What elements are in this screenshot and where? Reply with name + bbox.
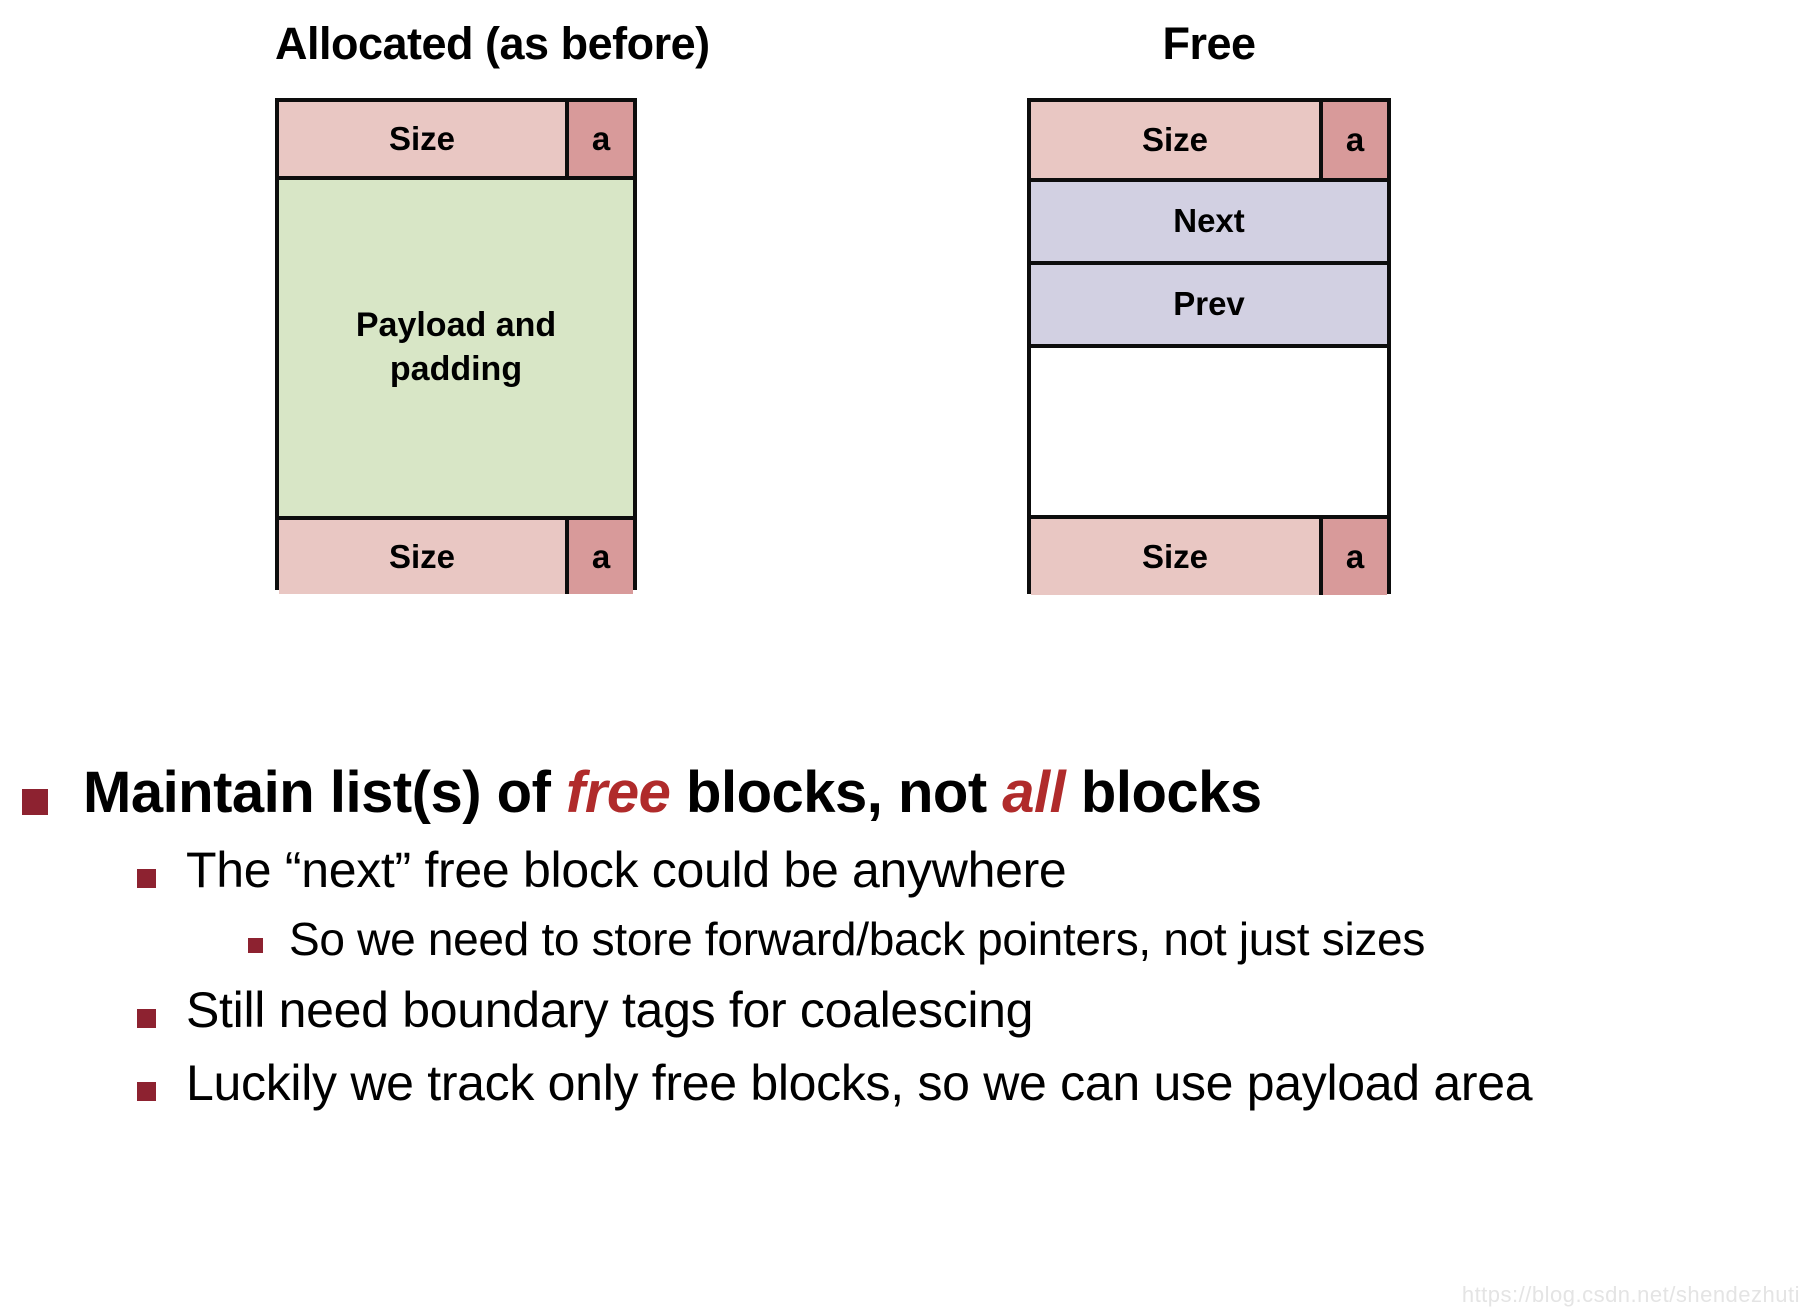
allocated-header-size-cell: Size bbox=[279, 102, 565, 180]
free-header-size-cell: Size bbox=[1031, 102, 1319, 182]
watermark-text: https://blog.csdn.net/shendezhuti bbox=[1461, 1282, 1800, 1307]
free-prev-pointer-cell: Prev bbox=[1031, 265, 1387, 348]
allocated-column-title: Allocated (as before) bbox=[275, 18, 710, 69]
free-next-row: Next bbox=[1031, 182, 1387, 265]
bullet-list: Maintain list(s) of free blocks, not all… bbox=[0, 735, 1808, 1113]
bullet-level2-next-anywhere: The “next” free block could be anywhere bbox=[0, 841, 1808, 900]
bullet-level2-payload-area: Luckily we track only free blocks, so we… bbox=[0, 1054, 1808, 1113]
free-header-alloc-flag-cell: a bbox=[1319, 102, 1387, 182]
allocated-payload-row: Payload and padding bbox=[279, 180, 633, 516]
bullet-level1-emphasis-all: all bbox=[1002, 760, 1066, 825]
bullet-level2-next-anywhere-text: The “next” free block could be anywhere bbox=[186, 842, 1067, 899]
bullet-level1-emphasis-free: free bbox=[566, 760, 671, 825]
bullet-level1-part-post: blocks bbox=[1065, 760, 1262, 825]
allocated-footer-size-cell: Size bbox=[279, 516, 565, 594]
bullet-level3-pointers: So we need to store forward/back pointer… bbox=[0, 912, 1808, 966]
bullet-level3-pointers-text: So we need to store forward/back pointer… bbox=[289, 913, 1426, 966]
free-block: Size a Next Prev Size a bbox=[1027, 98, 1391, 595]
free-prev-row: Prev bbox=[1031, 265, 1387, 348]
block-structure-diagram: Allocated (as before) Free Size a Payloa… bbox=[275, 18, 1391, 595]
free-footer-size-cell: Size bbox=[1031, 515, 1319, 595]
free-footer-alloc-flag-cell: a bbox=[1319, 515, 1387, 595]
allocated-block: Size a Payload and padding Size a bbox=[275, 98, 637, 594]
bullet-marker-square-icon bbox=[22, 789, 48, 815]
allocated-footer-row: Size a bbox=[279, 516, 633, 594]
free-header-row: Size a bbox=[1031, 102, 1387, 182]
bullet-level1-part-mid: blocks, not bbox=[670, 760, 1003, 825]
free-column-title: Free bbox=[1162, 18, 1256, 69]
bullet-marker-square-icon bbox=[137, 1081, 156, 1101]
bullet-level1-text: Maintain list(s) of free blocks, not all… bbox=[83, 759, 1262, 827]
bullet-level2-boundary-tags-text: Still need boundary tags for coalescing bbox=[186, 981, 1034, 1038]
bullet-level1-main: Maintain list(s) of free blocks, not all… bbox=[0, 759, 1808, 827]
bullet-marker-square-icon bbox=[137, 1008, 156, 1028]
free-unused-row bbox=[1031, 348, 1387, 515]
allocated-payload-cell: Payload and padding bbox=[279, 180, 633, 516]
free-footer-row: Size a bbox=[1031, 515, 1387, 595]
bullet-marker-square-icon bbox=[248, 938, 263, 954]
bullet-level2-payload-area-text: Luckily we track only free blocks, so we… bbox=[186, 1054, 1533, 1111]
allocated-header-alloc-flag-cell: a bbox=[565, 102, 633, 180]
bullet-marker-square-icon bbox=[137, 869, 156, 889]
bullet-level2-boundary-tags: Still need boundary tags for coalescing bbox=[0, 981, 1808, 1040]
free-unused-space-cell bbox=[1031, 348, 1387, 515]
free-next-pointer-cell: Next bbox=[1031, 182, 1387, 265]
allocated-footer-alloc-flag-cell: a bbox=[565, 516, 633, 594]
bullet-level1-part-pre: Maintain list(s) of bbox=[83, 760, 566, 825]
allocated-header-row: Size a bbox=[279, 102, 633, 180]
